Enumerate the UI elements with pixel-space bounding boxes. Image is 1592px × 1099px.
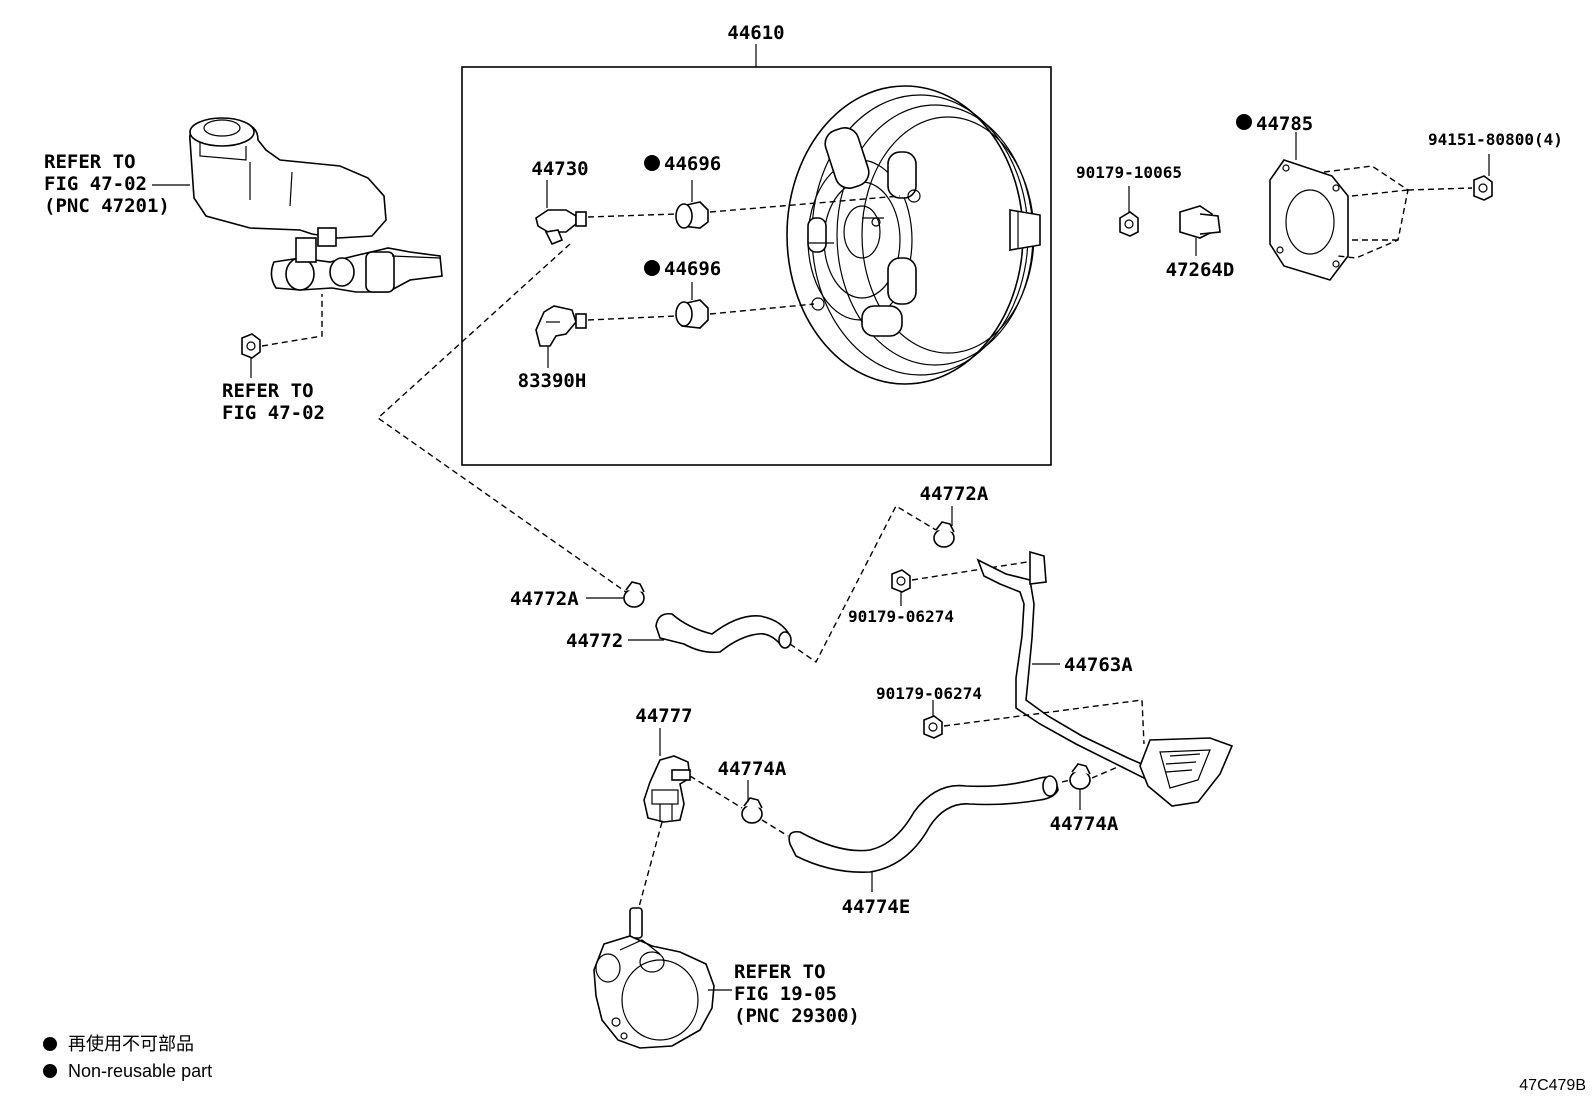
clamp-upper-right: 44772A bbox=[920, 483, 989, 548]
svg-text:(PNC 29300): (PNC 29300) bbox=[734, 1005, 860, 1027]
non-reusable-dot-upper bbox=[644, 155, 660, 171]
label-vacuum-valve: 44777 bbox=[635, 705, 692, 727]
reference-master-cylinder: REFER TO FIG 47-02 (PNC 47201) bbox=[44, 151, 170, 217]
master-cylinder-nut bbox=[241, 294, 323, 378]
label-booster-nut: 90179-10065 bbox=[1076, 163, 1182, 182]
label-pipe: 44763A bbox=[1064, 654, 1133, 676]
gasket-nut: 94151-80800(4) bbox=[1428, 130, 1563, 201]
reference-vacuum-pump: REFER TO FIG 19-05 (PNC 29300) bbox=[734, 961, 860, 1027]
brake-booster bbox=[786, 85, 1041, 385]
non-reusable-dot-gasket bbox=[1236, 114, 1252, 130]
clamp-lower-right: 44774A bbox=[1050, 763, 1121, 835]
label-bracket: 47264D bbox=[1166, 259, 1235, 281]
label-nut-pipe-lower: 90179-06274 bbox=[876, 684, 982, 703]
label-clamp-left: 44772A bbox=[510, 588, 579, 610]
nut-pipe-upper: 90179-06274 bbox=[848, 559, 1041, 626]
grommet-upper: 44696 bbox=[644, 153, 721, 229]
label-gasket: 44785 bbox=[1256, 113, 1313, 135]
legend-japanese: 再使用不可部品 bbox=[68, 1034, 194, 1054]
legend: 再使用不可部品 Non-reusable part bbox=[43, 1034, 212, 1081]
label-nut-pipe-upper: 90179-06274 bbox=[848, 607, 954, 626]
booster-gasket: 44785 bbox=[1236, 113, 1349, 281]
clamp-left: 44772A bbox=[510, 581, 645, 610]
master-cylinder bbox=[188, 117, 443, 293]
check-valve: 44730 bbox=[531, 158, 589, 246]
svg-text:FIG 47-02: FIG 47-02 bbox=[222, 402, 325, 424]
label-hose-upper: 44772 bbox=[566, 630, 623, 652]
label-clamp-lower-left: 44774A bbox=[718, 758, 787, 780]
svg-text:REFER TO: REFER TO bbox=[734, 961, 826, 983]
grommet-lower: 44696 bbox=[644, 258, 721, 329]
nut-pipe-lower: 90179-06274 bbox=[876, 684, 1145, 745]
clamp-lower-left: 44774A bbox=[718, 758, 787, 824]
hose-upper: 44772 bbox=[566, 612, 792, 654]
legend-dot-japanese bbox=[43, 1037, 57, 1051]
label-clamp-lower-right: 44774A bbox=[1050, 813, 1119, 835]
label-hose-lower: 44774E bbox=[842, 896, 911, 918]
legend-dot-english bbox=[43, 1064, 57, 1078]
label-grommet-upper: 44696 bbox=[664, 153, 721, 175]
label-clamp-upper-right: 44772A bbox=[920, 483, 989, 505]
label-gasket-nut: 94151-80800(4) bbox=[1428, 130, 1563, 149]
vacuum-sensor: 83390H bbox=[518, 305, 587, 392]
label-grommet-lower: 44696 bbox=[664, 258, 721, 280]
hose-lower: 44774E bbox=[788, 775, 1059, 918]
svg-text:FIG 47-02: FIG 47-02 bbox=[44, 173, 147, 195]
vacuum-pipe: 44763A bbox=[976, 550, 1234, 807]
non-reusable-dot-lower bbox=[644, 260, 660, 276]
svg-text:REFER TO: REFER TO bbox=[222, 380, 314, 402]
label-check-valve: 44730 bbox=[531, 158, 588, 180]
booster-nut: 90179-10065 bbox=[1076, 163, 1182, 237]
bracket-47264d: 47264D bbox=[1166, 205, 1235, 281]
label-sensor: 83390H bbox=[518, 370, 587, 392]
svg-text:REFER TO: REFER TO bbox=[44, 151, 136, 173]
booster-assembly-group: 44610 bbox=[461, 22, 1052, 466]
label-booster-assy: 44610 bbox=[727, 22, 784, 44]
reference-master-cylinder-nut: REFER TO FIG 47-02 bbox=[222, 380, 325, 424]
svg-text:FIG 19-05: FIG 19-05 bbox=[734, 983, 837, 1005]
legend-english: Non-reusable part bbox=[68, 1061, 212, 1081]
vacuum-pump bbox=[593, 907, 715, 1049]
svg-text:(PNC 47201): (PNC 47201) bbox=[44, 195, 170, 217]
diagram-code: 47C479B bbox=[1519, 1077, 1586, 1094]
vacuum-valve: 44777 bbox=[635, 705, 693, 823]
